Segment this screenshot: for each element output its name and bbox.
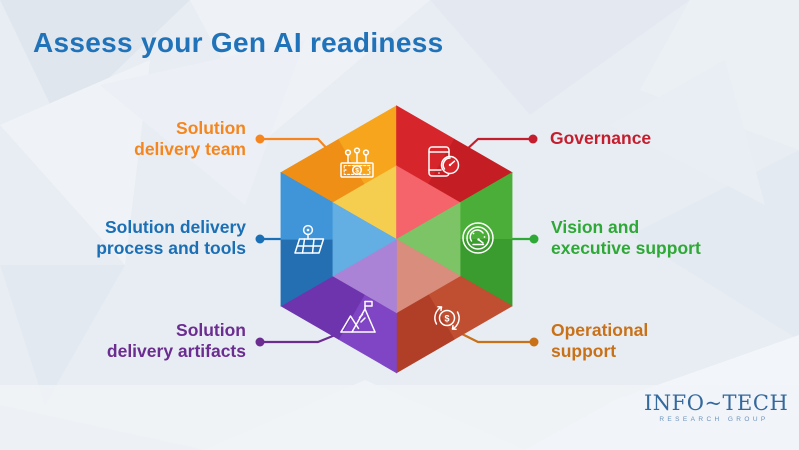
connector-dots <box>255 134 539 347</box>
map-pin-icon <box>294 224 325 254</box>
mountain-flag-icon <box>340 300 376 333</box>
dollar-cycle-icon: $ <box>434 305 460 331</box>
hexagon <box>280 105 513 374</box>
label-line: delivery team <box>134 138 246 159</box>
label-line: delivery artifacts <box>106 340 246 361</box>
page-title: Assess your Gen AI readiness <box>33 27 444 58</box>
money-growth-icon: $ <box>340 147 374 178</box>
label-solution-delivery-team: Solution delivery team <box>134 118 246 159</box>
dot-governance <box>528 134 538 144</box>
hexagon-inner-facets <box>332 165 461 314</box>
svg-text:$: $ <box>355 167 359 174</box>
infotech-logo: INFO~TECH RESEARCH GROUP <box>644 391 789 424</box>
label-operational-support: Operational support <box>551 320 648 361</box>
dot-process <box>255 234 265 244</box>
label-line: Governance <box>550 128 652 148</box>
logo-wordmark: INFO~TECH <box>644 391 789 415</box>
label-vision-and-executive-support: Vision and executive support <box>551 217 701 258</box>
label-line: Solution <box>176 320 246 340</box>
dot-operational <box>529 337 539 347</box>
logo-subtitle: RESEARCH GROUP <box>659 416 769 424</box>
label-solution-delivery-process-and-tools: Solution delivery process and tools <box>96 217 246 258</box>
svg-text:$: $ <box>444 313 449 323</box>
dot-artifacts <box>255 337 265 347</box>
dot-team <box>255 134 265 144</box>
label-line: support <box>551 340 617 361</box>
label-line: executive support <box>551 237 701 258</box>
label-solution-delivery-artifacts: Solution delivery artifacts <box>107 320 246 361</box>
label-line: process and tools <box>96 237 246 258</box>
label-line: Operational <box>551 320 649 340</box>
label-governance: Governance <box>550 128 651 149</box>
dot-vision <box>529 234 539 244</box>
label-line: Solution delivery <box>105 217 246 237</box>
phone-gauge-icon <box>428 146 460 177</box>
label-line: Vision and <box>551 217 640 237</box>
dashboard-gauge-icon <box>462 222 494 254</box>
label-line: Solution <box>176 118 246 138</box>
